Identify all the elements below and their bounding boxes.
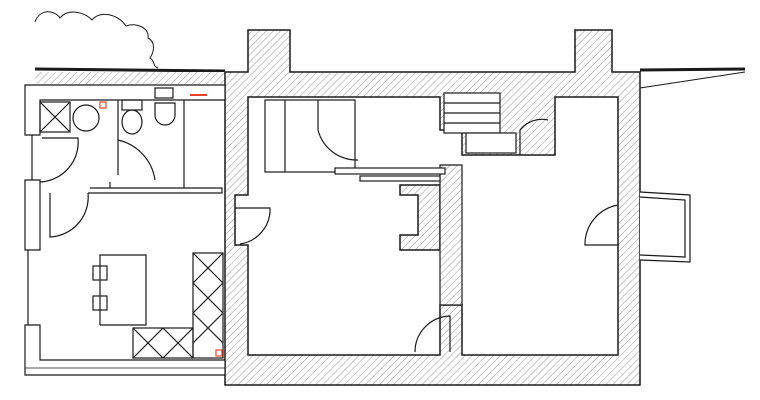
extension <box>24 84 226 376</box>
boundary-line-left <box>34 67 226 73</box>
kitchen-island <box>99 254 147 326</box>
door-swing <box>519 118 549 155</box>
door-swing <box>317 100 359 161</box>
bar-stool <box>92 265 108 281</box>
round-basin <box>72 104 100 132</box>
door-swing <box>584 204 619 246</box>
staircase <box>443 92 517 154</box>
boundary-line-right <box>639 67 746 72</box>
main-house-walls <box>224 29 641 386</box>
washbasin <box>154 102 176 126</box>
inner-room-block <box>264 99 356 173</box>
toilet <box>121 109 143 135</box>
door-swing <box>414 315 451 353</box>
tree-outline <box>34 11 159 69</box>
kitchen-units <box>132 252 224 359</box>
boundary-wall <box>35 72 225 84</box>
bay-window <box>639 191 691 263</box>
shower-tray <box>39 101 71 133</box>
door-swing <box>235 207 271 245</box>
interior-partition <box>439 164 463 306</box>
bar-stool <box>92 295 108 311</box>
